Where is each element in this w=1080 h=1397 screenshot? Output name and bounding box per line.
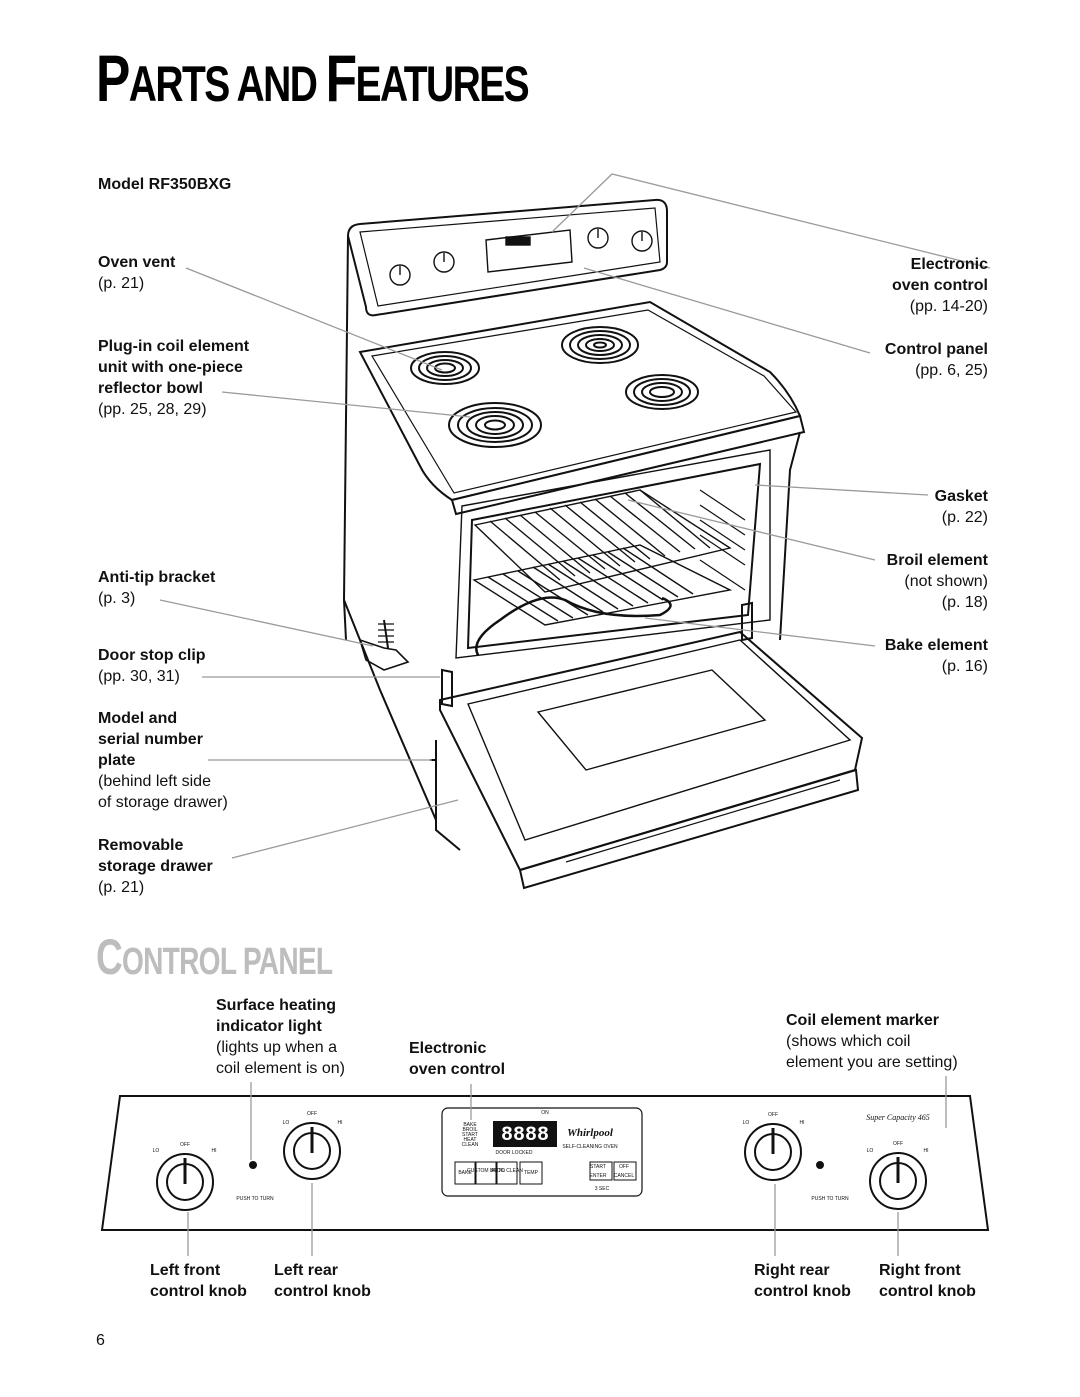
callout-control-panel: Control panel(pp. 6, 25) xyxy=(884,341,988,379)
svg-text:HI: HI xyxy=(800,1120,805,1126)
svg-text:HEAT: HEAT xyxy=(464,1137,477,1143)
svg-text:8888: 8888 xyxy=(501,1124,549,1147)
svg-text:CLEAN: CLEAN xyxy=(462,1142,479,1148)
svg-text:HI: HI xyxy=(338,1120,343,1126)
callout-anti-tip-bracket: Anti-tip bracket(p. 3) xyxy=(98,569,216,607)
callout-door-stop-clip: Door stop clip(pp. 30, 31) xyxy=(98,647,206,685)
svg-text:TEMP: TEMP xyxy=(524,1170,539,1176)
callout-broil-element: Broil element(not shown)(p. 18) xyxy=(886,552,988,611)
svg-text:CUSTOM BROIL: CUSTOM BROIL xyxy=(467,1168,505,1174)
svg-text:OFF: OFF xyxy=(893,1141,903,1147)
callout-gasket: Gasket(p. 22) xyxy=(934,488,988,526)
svg-text:BAKE: BAKE xyxy=(463,1122,477,1128)
callout-oven-vent: Oven vent(p. 21) xyxy=(98,254,176,292)
svg-text:START: START xyxy=(462,1132,478,1138)
svg-text:LO: LO xyxy=(743,1120,750,1126)
svg-text:HI: HI xyxy=(212,1148,217,1154)
svg-text:BROIL: BROIL xyxy=(462,1127,477,1133)
svg-text:Whirlpool: Whirlpool xyxy=(567,1127,614,1139)
svg-text:CANCEL: CANCEL xyxy=(614,1173,635,1179)
svg-text:OFF: OFF xyxy=(307,1111,317,1117)
section-title-control-panel: CONTROL PANEL xyxy=(96,929,333,985)
svg-text:SELF-CLEANING OVEN: SELF-CLEANING OVEN xyxy=(562,1144,618,1150)
page-number: 6 xyxy=(96,1332,105,1349)
svg-text:DOOR LOCKED: DOOR LOCKED xyxy=(496,1150,533,1156)
svg-text:ON: ON xyxy=(541,1110,549,1116)
page-title: PARTS AND FEATURES xyxy=(96,41,530,115)
svg-text:Super Capacity 465: Super Capacity 465 xyxy=(866,1113,930,1122)
svg-text:ENTER: ENTER xyxy=(590,1173,607,1179)
svg-text:BAKE: BAKE xyxy=(458,1170,472,1176)
model-number: Model RF350BXG xyxy=(98,176,232,193)
callout-bake-element: Bake element(p. 16) xyxy=(884,637,988,675)
svg-text:3 SEC: 3 SEC xyxy=(595,1186,610,1192)
svg-text:LO: LO xyxy=(153,1148,160,1154)
svg-text:LO: LO xyxy=(867,1148,874,1154)
svg-text:AUTO CLEAN: AUTO CLEAN xyxy=(491,1168,523,1174)
svg-text:PUSH TO TURN: PUSH TO TURN xyxy=(236,1196,274,1202)
svg-text:START: START xyxy=(590,1164,606,1170)
svg-text:PUSH TO TURN: PUSH TO TURN xyxy=(811,1196,849,1202)
svg-text:LO: LO xyxy=(283,1120,290,1126)
svg-text:HI: HI xyxy=(924,1148,929,1154)
svg-text:OFF: OFF xyxy=(180,1142,190,1148)
svg-text:OFF: OFF xyxy=(768,1112,778,1118)
svg-text:OFF: OFF xyxy=(619,1164,629,1170)
